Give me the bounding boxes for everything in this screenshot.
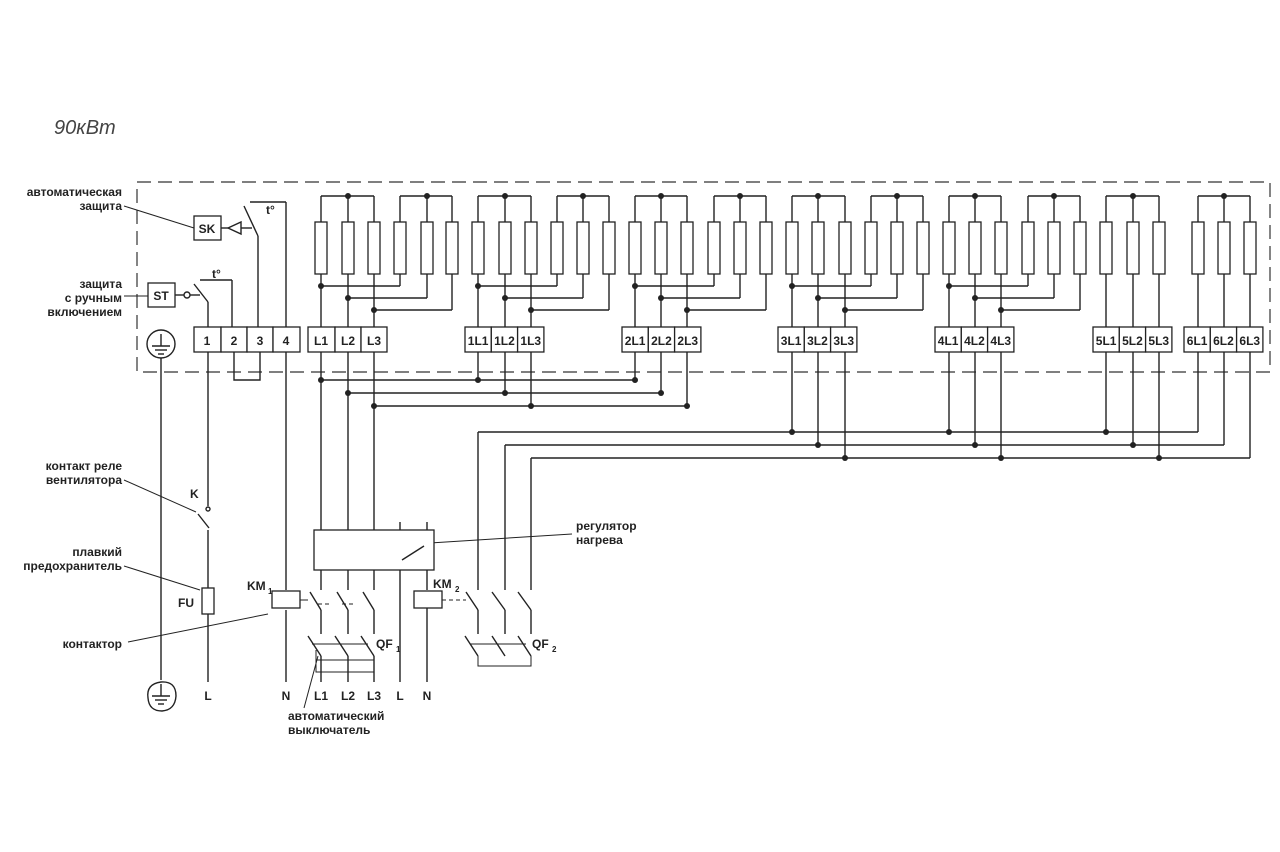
terminal-6l2: 6L2 (1213, 334, 1234, 348)
caption-manual-protection-line2: с ручным (65, 291, 122, 305)
terminal-1l3: 1L3 (520, 334, 541, 348)
terminal-4l2: 4L2 (964, 334, 985, 348)
terminal-main-l2: L2 (341, 334, 355, 348)
caption-regulator-line2: нагрева (576, 533, 623, 547)
caption-manual-protection-line3: включением (47, 305, 122, 319)
terminal-4: 4 (283, 334, 290, 348)
fu-label: FU (178, 596, 194, 610)
breaker-qf1: QF 1 (307, 635, 401, 682)
caption-contactor-line1: контактор (63, 637, 122, 651)
heater-group-1 (471, 193, 616, 327)
terminal-4l3: 4L3 (990, 334, 1011, 348)
heater-enclosure (136, 181, 1271, 373)
terminal-block-group-4: 4L1 4L2 4L3 (934, 326, 1015, 353)
caption-breaker: автоматический выключатель (288, 655, 384, 737)
caption-fan-relay: контакт реле вентилятора (46, 459, 197, 513)
fan-relay-contact: K (190, 352, 211, 588)
terminal-3l3: 3L3 (833, 334, 854, 348)
power-rating-title: 90кВт (54, 117, 116, 139)
caption-fuse-line1: плавкий (72, 545, 122, 559)
sk-thermostat: SK t° (193, 201, 287, 327)
bus-wiring (318, 352, 1251, 590)
heater-group-5 (1099, 193, 1166, 327)
supply-n-2: N (423, 689, 432, 703)
terminal-3l2: 3L2 (807, 334, 828, 348)
km1-label: KM (247, 579, 266, 593)
km2-label: KM (433, 577, 452, 591)
sk-temp-label: t° (266, 203, 275, 217)
terminal-2l1: 2L1 (625, 334, 646, 348)
st-label: ST (153, 289, 169, 303)
terminal-5l1: 5L1 (1096, 334, 1117, 348)
st-temp-label: t° (212, 267, 221, 281)
caption-manual-protection: защита с ручным включением (47, 277, 148, 319)
km1-contacts (309, 591, 375, 634)
heater-group-2 (628, 193, 773, 327)
main-terminal-block: L1 L2 L3 (307, 326, 388, 353)
caption-auto-protection-line2: защита (79, 199, 122, 213)
heater-group-4 (942, 193, 1087, 327)
heater-group-3 (785, 193, 930, 327)
heater-group-6 (1191, 193, 1257, 327)
terminal-5l3: 5L3 (1148, 334, 1169, 348)
caption-fuse: плавкий предохранитель (23, 545, 201, 591)
contactor-km1: KM 1 (247, 579, 356, 609)
terminal-6l3: 6L3 (1239, 334, 1260, 348)
terminal-main-l3: L3 (367, 334, 381, 348)
terminal-1l1: 1L1 (468, 334, 489, 348)
terminal-block-group-1: 1L1 1L2 1L3 (464, 326, 545, 353)
st-thermostat: ST t° (147, 267, 233, 327)
k-label: K (190, 487, 199, 501)
terminal-2l2: 2L2 (651, 334, 672, 348)
sk-label: SK (199, 222, 216, 236)
terminal-main-l1: L1 (314, 334, 328, 348)
caption-auto-protection: автоматическая защита (27, 185, 195, 229)
supply-n-1: N (282, 689, 291, 703)
caption-fuse-line2: предохранитель (23, 559, 122, 573)
terminal-2: 2 (231, 334, 238, 348)
terminal-block-group-5: 5L1 5L2 5L3 (1092, 326, 1173, 353)
supply-l3: L3 (367, 689, 381, 703)
km2-index: 2 (455, 585, 460, 594)
supply-l2: L2 (341, 689, 355, 703)
supply-l1: L1 (314, 689, 328, 703)
caption-manual-protection-line1: защита (79, 277, 122, 291)
caption-breaker-line2: выключатель (288, 723, 370, 737)
caption-fan-relay-line2: вентилятора (46, 473, 122, 487)
terminal-1: 1 (204, 334, 211, 348)
heater-group-0 (314, 193, 459, 327)
caption-contactor: контактор (63, 613, 269, 651)
supply-l-right: L (396, 689, 403, 703)
terminal-5l2: 5L2 (1122, 334, 1143, 348)
terminal-4l1: 4L1 (938, 334, 959, 348)
caption-fan-relay-line1: контакт реле (46, 459, 123, 473)
qf2-index: 2 (552, 645, 557, 654)
fuse-fu: FU (178, 587, 215, 682)
supply-labels: L N L1 L2 L3 L N (204, 689, 431, 703)
supply-l-left: L (204, 689, 211, 703)
ground-icon-bottom (147, 681, 177, 712)
terminal-block-group-3: 3L1 3L2 3L3 (777, 326, 858, 353)
terminal-block-group-2: 2L1 2L2 2L3 (621, 326, 702, 353)
caption-breaker-line1: автоматический (288, 709, 384, 723)
terminal-block-group-6: 6L1 6L2 6L3 (1183, 326, 1264, 353)
caption-regulator-line1: регулятор (576, 519, 637, 533)
contactor-km2: KM 2 (413, 577, 532, 682)
terminal-3l1: 3L1 (781, 334, 802, 348)
ground-icon (146, 329, 176, 680)
caption-auto-protection-line1: автоматическая (27, 185, 122, 199)
heating-regulator (313, 522, 435, 682)
km1-index: 1 (268, 587, 273, 596)
terminal-2l3: 2L3 (677, 334, 698, 348)
terminal-1l2: 1L2 (494, 334, 515, 348)
qf2-label: QF (532, 637, 549, 651)
qf1-index: 1 (396, 645, 401, 654)
caption-regulator: регулятор нагрева (429, 519, 637, 547)
terminal-6l1: 6L1 (1187, 334, 1208, 348)
breaker-qf2: QF 2 (464, 635, 557, 667)
qf1-label: QF (376, 637, 393, 651)
terminal-3: 3 (257, 334, 264, 348)
